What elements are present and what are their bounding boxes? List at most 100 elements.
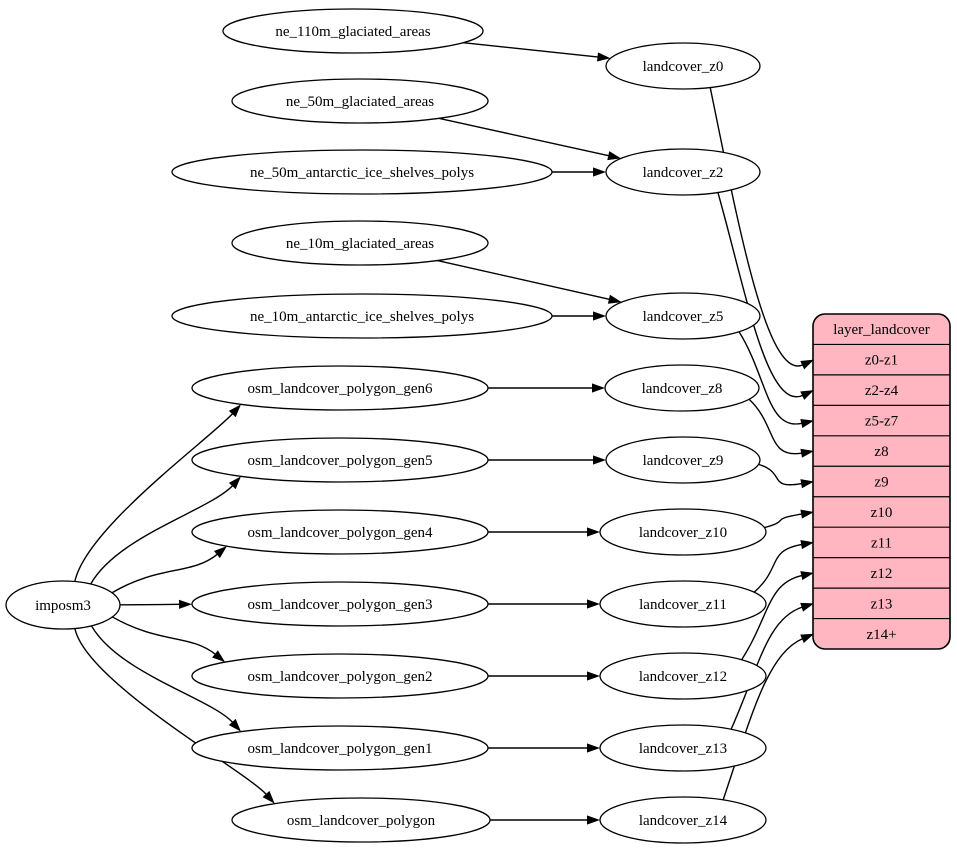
- edge-imposm3-to-osm_landcover_polygon_gen4: [111, 546, 227, 594]
- node-label: ne_50m_antarctic_ice_shelves_polys: [250, 165, 474, 181]
- arrowhead-icon: [800, 359, 814, 370]
- node-label: landcover_z8: [642, 381, 723, 397]
- edge-osm_landcover_polygon-to-landcover_z14: [490, 815, 600, 825]
- node-shape: [605, 292, 761, 340]
- node-label: landcover_z10: [639, 525, 727, 541]
- node-landcover_z11: landcover_z11: [599, 580, 767, 628]
- node-shape: [191, 725, 489, 771]
- node-ne_10m_glaciated_areas: ne_10m_glaciated_areas: [231, 220, 489, 266]
- arrowhead-icon: [800, 448, 814, 458]
- edge-landcover_z5-to-layer_landcover-z5-z7: [738, 331, 814, 428]
- arrowhead-icon: [213, 546, 227, 559]
- node-label: osm_landcover_polygon_gen1: [248, 741, 433, 757]
- edge-osm_landcover_polygon_gen2-to-landcover_z12: [488, 671, 600, 681]
- record-title: layer_landcover: [833, 322, 930, 338]
- node-ne_50m_glaciated_areas: ne_50m_glaciated_areas: [231, 78, 489, 124]
- node-shape: [171, 149, 553, 195]
- node-label: landcover_z9: [643, 453, 724, 469]
- edge-imposm3-to-osm_landcover_polygon_gen6: [74, 404, 241, 582]
- node-landcover_z10: landcover_z10: [599, 508, 767, 556]
- node-shape: [191, 581, 489, 627]
- node-shape: [605, 42, 761, 90]
- node-label: landcover_z12: [639, 669, 727, 685]
- arrowhead-icon: [228, 718, 241, 732]
- node-landcover_z8: landcover_z8: [604, 364, 760, 412]
- node-landcover_z13: landcover_z13: [599, 724, 767, 772]
- arrowhead-icon: [607, 151, 621, 161]
- arrowhead-icon: [800, 571, 814, 581]
- arrowhead-icon: [593, 311, 606, 321]
- node-label: osm_landcover_polygon_gen6: [248, 381, 433, 397]
- node-shape: [171, 293, 553, 339]
- arrowhead-icon: [800, 418, 814, 428]
- record-row-z8: z8: [874, 444, 888, 460]
- arrowhead-icon: [800, 540, 814, 550]
- node-label: landcover_z0: [643, 59, 724, 75]
- node-shape: [191, 437, 489, 483]
- node-label: osm_landcover_polygon_gen4: [248, 525, 433, 541]
- node-osm_landcover_polygon_gen3: osm_landcover_polygon_gen3: [191, 581, 489, 627]
- edge-imposm3-to-osm_landcover_polygon_gen2: [112, 616, 226, 663]
- node-ne_50m_antarctic_ice_shelves_polys: ne_50m_antarctic_ice_shelves_polys: [171, 149, 553, 195]
- node-imposm3: imposm3: [5, 580, 121, 630]
- arrowhead-icon: [800, 633, 814, 644]
- arrowhead-icon: [228, 476, 241, 490]
- edge-osm_landcover_polygon_gen5-to-landcover_z9: [488, 455, 606, 465]
- node-shape: [231, 78, 489, 124]
- edge-imposm3-to-osm_landcover_polygon: [74, 628, 275, 804]
- node-label: osm_landcover_polygon_gen2: [248, 669, 433, 685]
- node-ne_10m_antarctic_ice_shelves_polys: ne_10m_antarctic_ice_shelves_polys: [171, 293, 553, 339]
- node-shape: [222, 8, 484, 54]
- edge-landcover_z12-to-layer_landcover-z12: [741, 571, 814, 661]
- record-row-z11: z11: [871, 535, 892, 551]
- record-row-z0-z1: z0-z1: [865, 353, 898, 369]
- node-label: landcover_z11: [639, 597, 727, 613]
- arrowhead-icon: [178, 599, 193, 609]
- record-row-z2-z4: z2-z4: [865, 383, 899, 399]
- arrowhead-icon: [800, 479, 814, 489]
- record-row-z14+: z14+: [866, 627, 896, 643]
- record-row-z10: z10: [871, 505, 893, 521]
- node-label: osm_landcover_polygon_gen5: [248, 453, 433, 469]
- node-landcover_z9: landcover_z9: [605, 436, 761, 484]
- record-row-z9: z9: [874, 475, 888, 491]
- edge-landcover_z2-to-layer_landcover-z2-z4: [717, 192, 814, 400]
- node-osm_landcover_polygon: osm_landcover_polygon: [231, 797, 491, 843]
- edge-osm_landcover_polygon_gen3-to-landcover_z11: [488, 599, 600, 609]
- node-ne_110m_glaciated_areas: ne_110m_glaciated_areas: [222, 8, 484, 54]
- node-shape: [191, 509, 489, 555]
- node-osm_landcover_polygon_gen5: osm_landcover_polygon_gen5: [191, 437, 489, 483]
- edge-landcover_z11-to-layer_landcover-z11: [753, 540, 814, 593]
- node-landcover_z0: landcover_z0: [605, 42, 761, 90]
- edge-imposm3-to-osm_landcover_polygon_gen5: [90, 476, 241, 585]
- node-shape: [599, 724, 767, 772]
- edge-landcover_z9-to-layer_landcover-z9: [758, 463, 814, 489]
- arrowhead-icon: [592, 383, 605, 393]
- node-osm_landcover_polygon_gen6: osm_landcover_polygon_gen6: [191, 365, 489, 411]
- node-shape: [5, 580, 121, 630]
- arrowhead-icon: [587, 527, 600, 537]
- node-shape: [191, 653, 489, 699]
- arrowhead-icon: [587, 599, 600, 609]
- edge-landcover_z10-to-layer_landcover-z10: [764, 509, 814, 529]
- edge-ne_50m_antarctic_ice_shelves_polys-to-landcover_z2: [552, 167, 606, 177]
- node-label: osm_landcover_polygon: [287, 813, 436, 829]
- arrowhead-icon: [597, 52, 611, 62]
- node-label: landcover_z2: [643, 165, 724, 181]
- edge-osm_landcover_polygon_gen4-to-landcover_z10: [488, 527, 600, 537]
- edge-osm_landcover_polygon_gen6-to-landcover_z8: [488, 383, 605, 393]
- arrowhead-icon: [212, 650, 226, 663]
- node-shape: [599, 508, 767, 556]
- node-shape: [605, 148, 761, 196]
- node-label: landcover_z5: [643, 309, 724, 325]
- node-label: osm_landcover_polygon_gen3: [248, 597, 433, 613]
- edge-landcover_z0-to-layer_landcover-z0-z1: [709, 87, 814, 370]
- arrowhead-icon: [262, 790, 275, 804]
- record-row-z5-z7: z5-z7: [865, 414, 899, 430]
- node-landcover_z12: landcover_z12: [599, 652, 767, 700]
- node-shape: [604, 364, 760, 412]
- arrowhead-icon: [800, 390, 814, 400]
- nodes-layer: imposm3 ne_110m_glaciated_areas ne_50m_gla…: [5, 8, 951, 844]
- record-row-z12: z12: [871, 566, 893, 582]
- edge-landcover_z8-to-layer_landcover-z8: [748, 398, 814, 458]
